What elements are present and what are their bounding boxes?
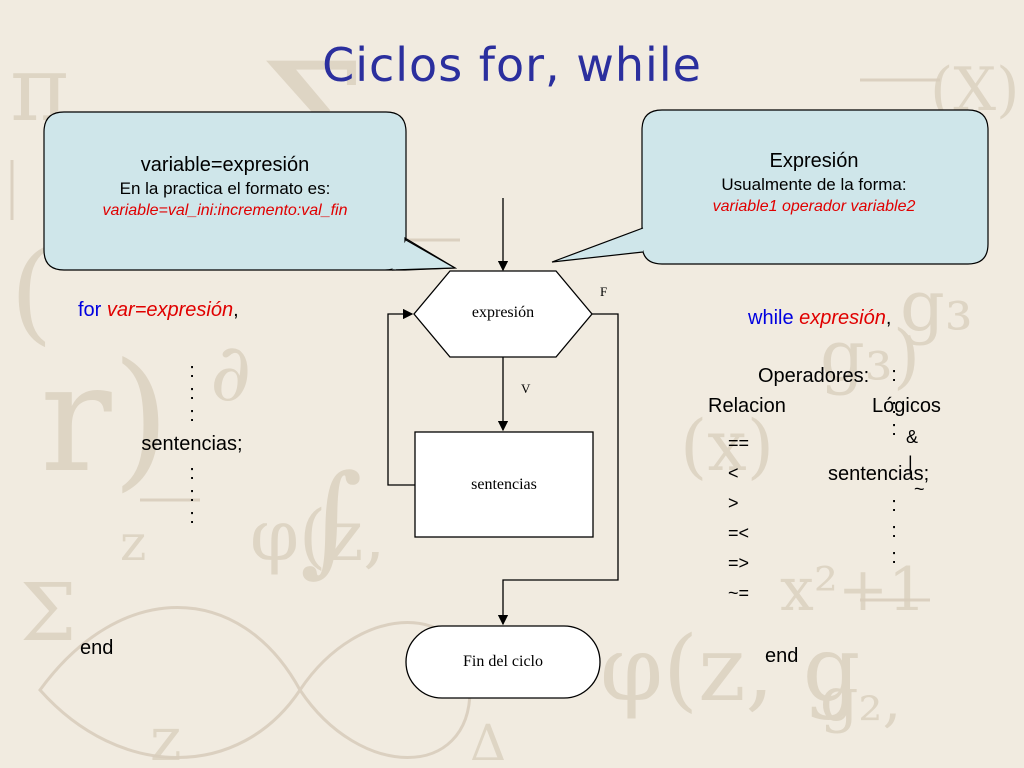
svg-text:g₃: g₃: [900, 265, 973, 347]
relational-op: =>: [728, 553, 750, 573]
svg-text:∫: ∫: [300, 450, 363, 589]
callout-right-text: Expresión Usualmente de la forma: variab…: [642, 148, 986, 218]
while-end: end: [765, 645, 799, 667]
while-comma: ,: [885, 307, 892, 329]
while-dot: :: [891, 520, 897, 542]
while-dot: :: [891, 364, 897, 386]
svg-text:Δ: Δ: [470, 714, 506, 768]
relational-op: ==: [728, 433, 750, 453]
while-dot: :: [891, 418, 897, 440]
callout-left-line1: variable=expresión: [140, 154, 310, 176]
for-expression: var=expresión: [106, 299, 234, 321]
for-statement: for var=expresión,: [78, 298, 239, 322]
callout-right-line3: variable1 operador variable2: [712, 198, 916, 215]
for-end: end: [80, 637, 114, 659]
body-label: sentencias: [471, 476, 537, 493]
callout-left-text: variable=expresión En la practica el for…: [44, 152, 406, 222]
svg-text:z: z: [120, 514, 146, 572]
callout-left-line2: En la practica el formato es:: [119, 179, 331, 198]
relational-op: <: [728, 463, 739, 483]
true-label: V: [521, 381, 531, 396]
while-dot: :: [891, 494, 897, 516]
logical-header: Lógicos: [872, 395, 941, 417]
for-dot: :: [189, 462, 195, 484]
while-expression: expresión: [799, 307, 886, 329]
false-label: F: [600, 284, 608, 299]
callout-left-line3: variable=val_ini:incremento:val_fin: [102, 202, 348, 219]
condition-label: expresión: [471, 304, 535, 321]
for-keyword: for: [78, 299, 102, 321]
svg-text:r): r): [40, 332, 170, 506]
while-keyword: while: [748, 307, 794, 329]
for-body-statement: sentencias;: [141, 433, 243, 455]
svg-text:∂: ∂: [210, 326, 251, 419]
relational-ops: == < > =< => ~=: [728, 428, 768, 608]
while-dots-bottom: : : :: [884, 492, 904, 570]
callout-right-line2: Usualmente de la forma:: [721, 175, 907, 194]
body-box: [414, 431, 594, 538]
while-dot: :: [891, 546, 897, 568]
end-terminal-label: Fin del ciclo: [463, 653, 543, 670]
condition-hexagon: [413, 270, 593, 358]
callout-right-bubble: [641, 109, 989, 265]
relational-op: >: [728, 493, 739, 513]
for-dot: :: [189, 484, 195, 506]
for-dot: :: [189, 506, 195, 528]
svg-text:g₂,: g₂,: [820, 665, 902, 735]
svg-text:φ(z,: φ(z,: [250, 495, 385, 577]
svg-text:φ(z, g: φ(z, g: [600, 617, 860, 722]
for-dot: :: [189, 382, 195, 404]
logical-op: ~: [914, 479, 925, 499]
relational-header: Relacion: [708, 395, 786, 417]
svg-text:x²+1: x²+1: [780, 555, 926, 625]
relational-op: =<: [728, 523, 750, 543]
logical-op: |: [908, 453, 913, 473]
relational-op: ~=: [728, 583, 750, 603]
for-dot: :: [189, 360, 195, 382]
end-terminal: [405, 625, 601, 699]
svg-text:g₃): g₃): [820, 315, 920, 397]
logical-ops: & | ~: [906, 424, 925, 502]
while-body-statement: sentencias;: [828, 463, 930, 485]
slide-title: Ciclos for, while: [322, 38, 702, 92]
while-dot: :: [891, 396, 897, 418]
for-dot: :: [189, 404, 195, 426]
logical-op: &: [906, 427, 919, 447]
operators-title: Operadores:: [758, 365, 870, 387]
svg-text:(x): (x): [680, 405, 774, 487]
while-statement: while expresión,: [748, 306, 891, 330]
svg-text:Σ: Σ: [20, 566, 77, 659]
while-dots-top: : : :: [884, 364, 904, 440]
for-body: : : : sentencias; : : :: [92, 360, 292, 528]
for-comma: ,: [233, 299, 239, 321]
callout-right-line1: Expresión: [769, 150, 859, 172]
